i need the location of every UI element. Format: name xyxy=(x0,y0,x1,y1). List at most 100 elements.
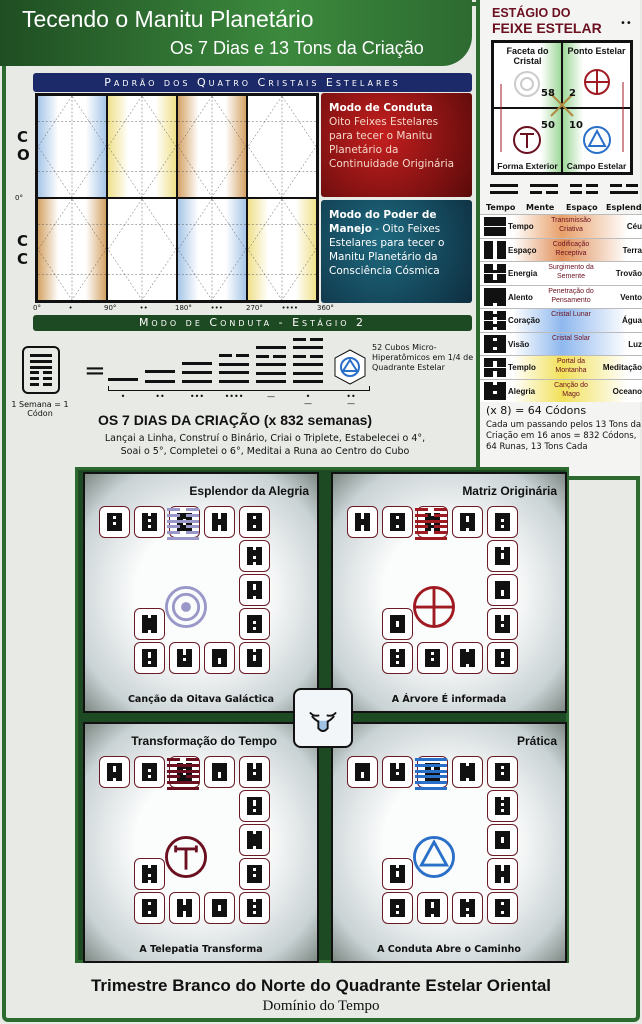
line-segment xyxy=(390,772,397,775)
codon-cell xyxy=(204,506,235,538)
line-segment xyxy=(390,871,397,874)
number-50: 50 xyxy=(541,120,555,131)
partial-hexagram xyxy=(256,346,286,383)
line-segment xyxy=(220,525,227,528)
hexagram-line xyxy=(247,877,262,880)
codon-cell xyxy=(452,642,483,674)
line-segment xyxy=(177,664,192,667)
line-segment xyxy=(236,354,249,357)
codon-cell xyxy=(239,540,270,572)
hexagram-line xyxy=(484,303,506,307)
line-segment xyxy=(363,775,370,778)
hexagram-line xyxy=(390,769,405,772)
line-segment xyxy=(484,290,506,294)
line-segment xyxy=(150,652,157,655)
line-segment xyxy=(495,562,510,565)
hexagram-line xyxy=(177,908,192,911)
hexagram-line xyxy=(142,513,157,516)
line-segment xyxy=(468,664,475,667)
line-segment xyxy=(115,766,122,769)
hexagram-line xyxy=(142,649,157,652)
row-name: Alento xyxy=(508,292,533,302)
line-segment xyxy=(484,381,494,385)
table-header: Esplendor xyxy=(606,203,642,212)
line-segment xyxy=(30,354,52,357)
hexagram-line xyxy=(390,655,405,658)
hexagram-line xyxy=(415,513,447,517)
line-segment xyxy=(398,624,405,627)
line-segment xyxy=(255,562,262,565)
line-segment xyxy=(495,587,510,590)
line-segment xyxy=(177,766,192,769)
hexagram-line xyxy=(425,658,440,661)
hexagram-line xyxy=(390,652,405,655)
hexagram-line xyxy=(247,840,262,843)
hexagram-line xyxy=(247,778,262,781)
hexagram-line xyxy=(460,902,475,905)
hexagram-line xyxy=(495,661,510,664)
hexagram-line xyxy=(142,772,157,775)
codon-cell xyxy=(487,892,518,924)
table-header: Mente xyxy=(526,203,555,212)
line-segment xyxy=(177,652,184,655)
hexagram-line xyxy=(460,763,475,766)
stage-banner: Modo de Conduta - Estágio 2 xyxy=(33,315,472,331)
line-segment xyxy=(433,525,447,529)
hexagram-line xyxy=(484,320,506,324)
line-segment xyxy=(484,358,506,361)
line-segment xyxy=(142,522,157,525)
line-segment xyxy=(460,902,475,905)
hexagram-line xyxy=(142,778,157,781)
line-segment xyxy=(390,905,397,908)
line-segment xyxy=(212,775,219,778)
hexagram-line xyxy=(415,769,447,773)
line-segment xyxy=(167,769,199,773)
line-segment xyxy=(212,902,227,905)
line-segment xyxy=(212,766,227,769)
line-segment xyxy=(484,220,506,224)
hexagram-line xyxy=(484,276,506,280)
line-segment xyxy=(247,905,254,908)
codon-cell xyxy=(134,642,165,674)
hexagram-line xyxy=(142,652,157,655)
hexagram-line xyxy=(355,766,370,769)
hexagram-line xyxy=(142,664,157,667)
hexagram-line xyxy=(460,766,475,769)
line-segment xyxy=(256,346,286,349)
line-segment xyxy=(484,320,494,324)
line-segment xyxy=(167,758,181,761)
line-segment xyxy=(30,359,52,363)
hexagram-line xyxy=(484,337,506,341)
hexagram-line xyxy=(484,381,506,385)
line-segment xyxy=(390,664,405,667)
line-segment xyxy=(142,652,149,655)
line-segment xyxy=(255,621,262,624)
line-segment xyxy=(150,615,157,618)
line-segment xyxy=(177,905,192,908)
hexagram-line xyxy=(167,508,199,511)
hexagram-line xyxy=(167,781,199,785)
hexagram-icon xyxy=(484,381,506,401)
line-segment xyxy=(484,323,506,327)
line-segment xyxy=(390,766,397,769)
hexagram-line xyxy=(142,865,157,868)
hexagram-line xyxy=(390,513,405,516)
mode-conduta-text: Oito Feixes Estelares para tecer o Manit… xyxy=(329,116,455,170)
line-segment xyxy=(185,658,192,661)
hexagram-icon xyxy=(484,358,506,377)
line-segment xyxy=(484,326,494,330)
line-segment xyxy=(293,354,306,358)
line-segment xyxy=(495,661,502,664)
line-segment xyxy=(460,766,475,769)
line-segment xyxy=(495,596,510,599)
hexagram-line xyxy=(390,775,405,778)
footer-subtitle: Domínio do Tempo xyxy=(262,998,380,1014)
line-segment xyxy=(390,615,405,618)
line-segment xyxy=(150,865,157,868)
quadrant-hexagram-icon xyxy=(167,758,199,790)
hexagram-line xyxy=(145,380,175,383)
line-segment xyxy=(185,652,192,655)
hexagram-line xyxy=(212,664,227,667)
hexagram-line xyxy=(484,246,506,250)
cubes-note: 52 Cubos Micro-Hiperatômicos em 1/4 de Q… xyxy=(372,343,474,372)
